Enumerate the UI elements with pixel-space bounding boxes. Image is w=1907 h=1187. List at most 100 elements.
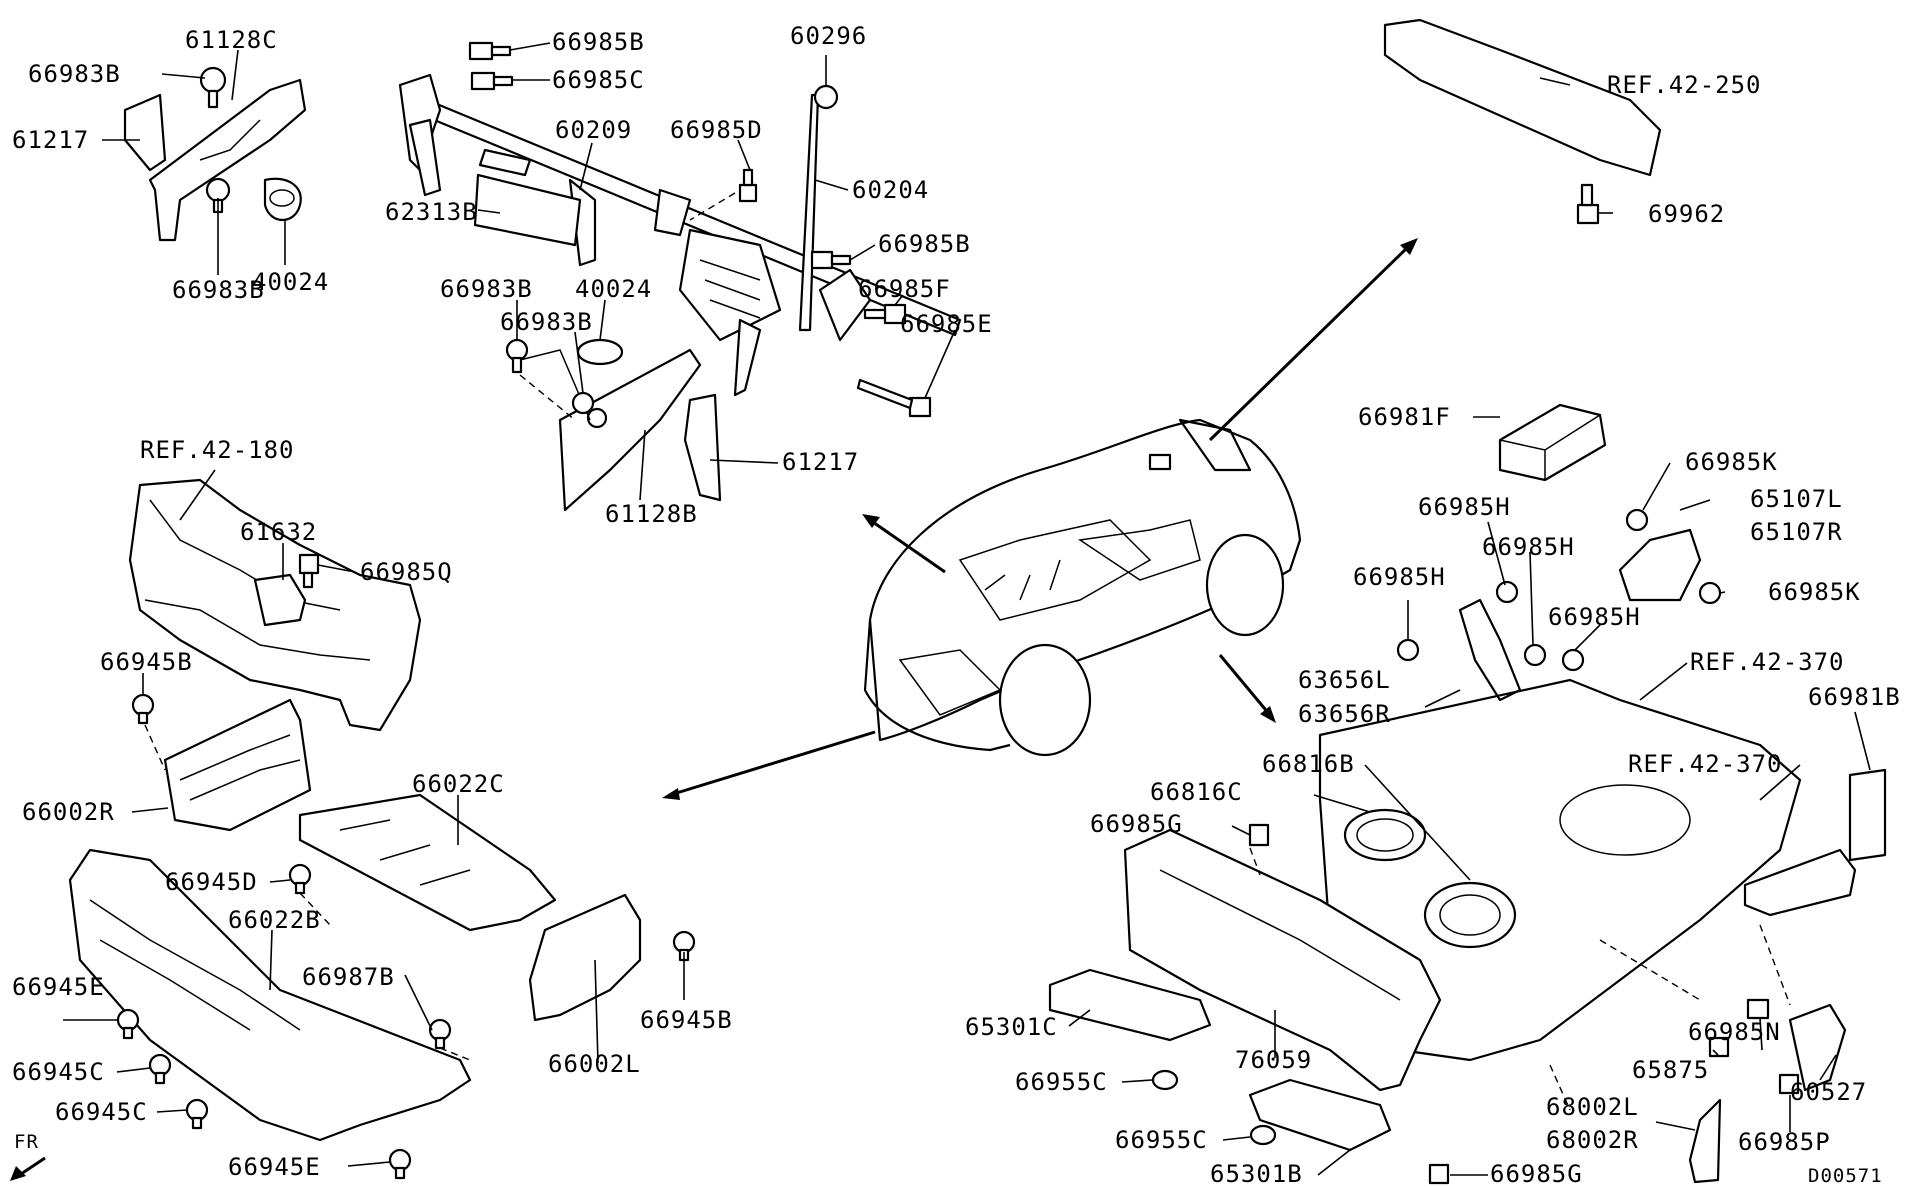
callout-61217: 61217 xyxy=(12,126,89,154)
callout-66945C: 66945C xyxy=(55,1098,148,1126)
pad-66981B xyxy=(1848,768,1887,862)
drawing-number: D00571 xyxy=(1808,1165,1883,1187)
callout-66816B: 66816B xyxy=(1262,750,1355,778)
callout-66985B: 66985B xyxy=(552,28,645,56)
clip-66983B-mid xyxy=(505,338,595,415)
reflector-68002 xyxy=(1688,1098,1722,1184)
callout-66002L: 66002L xyxy=(548,1050,641,1078)
undercover-65301C xyxy=(1048,968,1212,1042)
bracket-63656 xyxy=(1396,580,1585,702)
callout-66022B: 66022B xyxy=(228,906,321,934)
callout-66022C: 66022C xyxy=(412,770,505,798)
callout-61217: 61217 xyxy=(782,448,859,476)
callout-63656L: 63656L xyxy=(1298,666,1391,694)
callout-65107L: 65107L xyxy=(1750,485,1843,513)
undercover-66002L xyxy=(528,893,642,1022)
undercover-65301B xyxy=(1248,1078,1392,1152)
pad-66981F xyxy=(1498,403,1607,482)
callout-66981B: 66981B xyxy=(1808,683,1901,711)
undercover-66022B xyxy=(68,848,472,1142)
clip-66983B-top xyxy=(199,66,227,109)
leader-lines xyxy=(63,42,1871,1176)
bolt-66985B-mid xyxy=(810,250,852,270)
callout-63656R: 63656R xyxy=(1298,700,1391,728)
undercover-66002R xyxy=(163,698,312,832)
callout-66985C: 66985C xyxy=(552,66,645,94)
rear-panel-76059 xyxy=(1123,828,1442,1092)
callout-61128C: 61128C xyxy=(185,26,278,54)
callout-61632: 61632 xyxy=(240,518,317,546)
grommet-40024-top xyxy=(263,177,302,221)
callout-66985K: 66985K xyxy=(1685,448,1778,476)
bracket-60527 xyxy=(1746,998,1847,1092)
callout-76059: 76059 xyxy=(1235,1046,1312,1074)
callout-66985H: 66985H xyxy=(1353,563,1446,591)
bracket-61217-top xyxy=(123,93,167,172)
callout-66985P: 66985P xyxy=(1738,1128,1831,1156)
callout-60527: 60527 xyxy=(1790,1078,1867,1106)
callout-66985G: 66985G xyxy=(1490,1160,1583,1187)
callout-65107R: 65107R xyxy=(1750,518,1843,546)
callout-66985F: 66985F xyxy=(858,275,951,303)
callout-REF.42-370: REF.42-370 xyxy=(1690,648,1845,676)
callout-66985G: 66985G xyxy=(1090,810,1183,838)
callout-66985E: 66985E xyxy=(900,310,993,338)
callout-66985H: 66985H xyxy=(1482,533,1575,561)
callout-66816C: 66816C xyxy=(1150,778,1243,806)
bracket-61128C xyxy=(148,78,307,242)
plug-66816C xyxy=(1343,808,1427,862)
bolt-69962 xyxy=(1576,183,1600,225)
callout-62313B: 62313B xyxy=(385,198,478,226)
callout-68002L: 68002L xyxy=(1546,1093,1639,1121)
callout-66983B: 66983B xyxy=(500,308,593,336)
callout-66945E: 66945E xyxy=(228,1153,321,1181)
callout-66983B: 66983B xyxy=(172,276,265,304)
callout-66002R: 66002R xyxy=(22,798,115,826)
bracket-65107 xyxy=(1618,508,1722,605)
undercover-66022C xyxy=(298,793,557,932)
callout-60209: 60209 xyxy=(555,116,632,144)
bracket-61128B xyxy=(519,348,702,512)
steering-support-beam xyxy=(398,73,962,397)
radiator-support-ref xyxy=(128,478,422,732)
callout-65301C: 65301C xyxy=(965,1013,1058,1041)
plug-66816B xyxy=(1423,881,1517,949)
callout-66985H: 66985H xyxy=(1548,603,1641,631)
bracket-61217-mid xyxy=(683,393,722,502)
callout-66983B: 66983B xyxy=(440,275,533,303)
callout-66985Q: 66985Q xyxy=(360,558,453,586)
callout-40024: 40024 xyxy=(575,275,652,303)
clips-lower-left xyxy=(116,693,696,1180)
crossmember-ref-right xyxy=(1743,848,1857,917)
bolt-66985F xyxy=(863,303,907,325)
callout-40024: 40024 xyxy=(252,268,329,296)
callout-66955C: 66955C xyxy=(1115,1126,1208,1154)
callout-REF.42-180: REF.42-180 xyxy=(140,436,295,464)
callout-66985K: 66985K xyxy=(1768,578,1861,606)
callout-66945D: 66945D xyxy=(165,868,258,896)
callout-66945E: 66945E xyxy=(12,973,105,1001)
direction-label: FR xyxy=(14,1131,39,1153)
callout-66987B: 66987B xyxy=(302,963,395,991)
callout-66983B: 66983B xyxy=(28,60,121,88)
callouts: 66983B 61128C 61217 66983B 40024 66985B … xyxy=(12,22,1901,1187)
callout-66985B: 66985B xyxy=(878,230,971,258)
callout-66985H: 66985H xyxy=(1418,493,1511,521)
bolt-66985D xyxy=(738,168,758,203)
bolt-66985E xyxy=(856,378,932,418)
callout-66985N: 66985N xyxy=(1688,1018,1781,1046)
bolt-66985Q xyxy=(298,553,320,589)
callout-66945B: 66945B xyxy=(100,648,193,676)
front-direction-icon xyxy=(10,1156,46,1181)
direction-arrows xyxy=(662,238,1418,800)
car-body-outline xyxy=(863,418,1302,757)
callout-68002R: 68002R xyxy=(1546,1126,1639,1154)
callout-66985D: 66985D xyxy=(670,116,763,144)
callout-66981F: 66981F xyxy=(1358,403,1451,431)
callout-65875: 65875 xyxy=(1632,1056,1709,1084)
callout-66945B: 66945B xyxy=(640,1006,733,1034)
roof-panel-ref xyxy=(1383,18,1662,177)
fasteners-rear xyxy=(1151,823,1800,1185)
callout-REF.42-370: REF.42-370 xyxy=(1628,750,1783,778)
